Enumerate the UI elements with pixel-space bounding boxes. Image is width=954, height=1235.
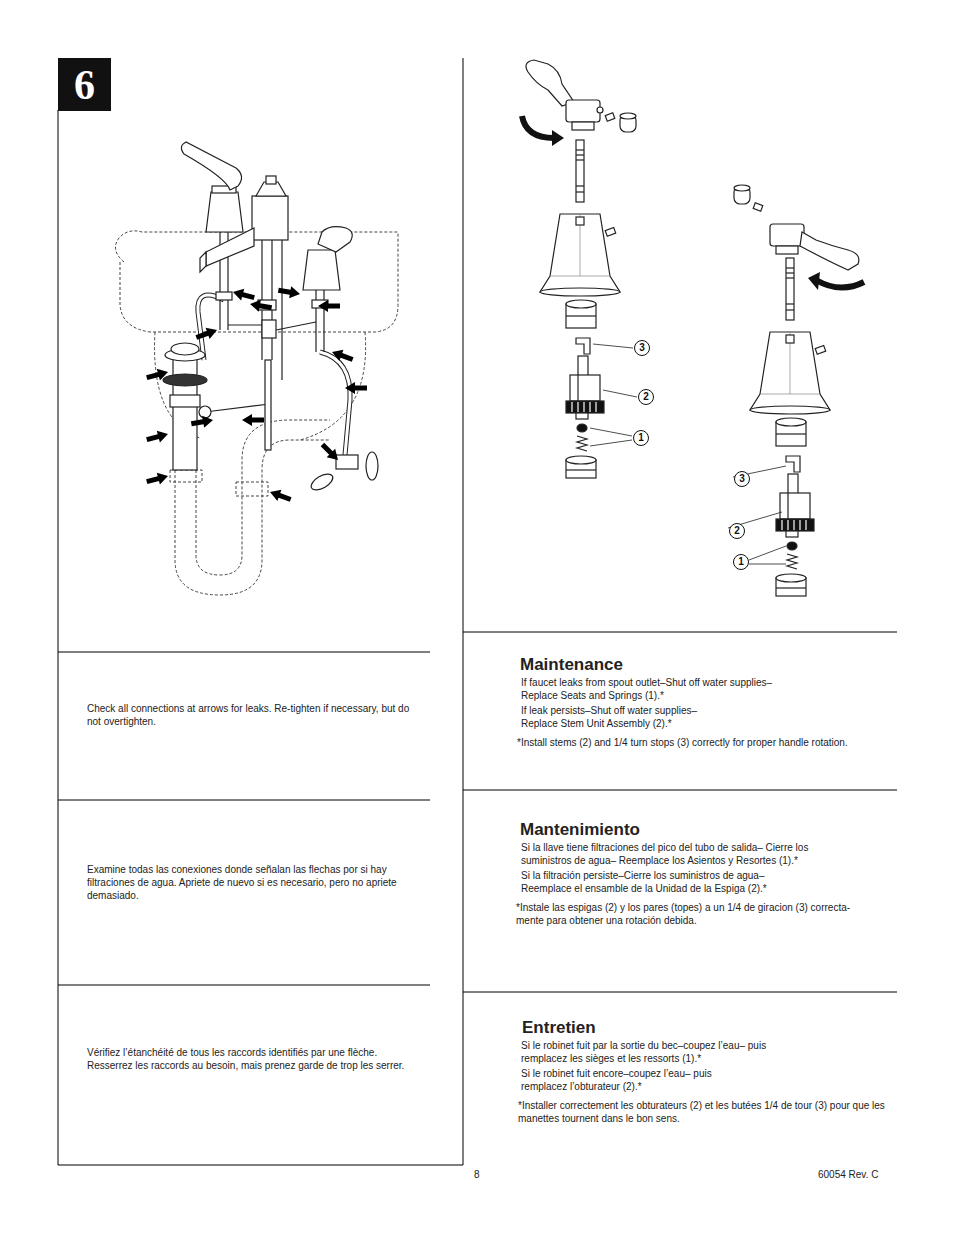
callout-circle: 1 <box>733 554 749 570</box>
callout-circle: 3 <box>734 471 750 487</box>
footnote-text: *Installer correctement les obturateurs … <box>518 1100 898 1126</box>
callout-number: 2 <box>734 526 740 536</box>
instruction-text: Si le robinet fuit encore–coupez l’eau– … <box>521 1068 717 1094</box>
section-heading: Mantenimiento <box>520 819 640 841</box>
instruction-text: If faucet leaks from spout outlet–Shut o… <box>521 677 806 703</box>
sink-outline <box>115 231 398 595</box>
check-arrows <box>145 284 367 505</box>
section-heading: Maintenance <box>520 654 623 676</box>
callout-number: 1 <box>738 557 744 567</box>
callout-number: 1 <box>638 433 644 443</box>
left-handle-exploded <box>522 60 636 478</box>
instruction-text: Examine todas las conexiones donde señal… <box>87 864 417 902</box>
callout-circle: 1 <box>633 430 649 446</box>
instruction-text: Si la llave tiene filtraciones del pico … <box>521 842 811 868</box>
footnote-text: *Instale las espigas (2) y los pares (to… <box>516 902 876 928</box>
footnote-text: *Install stems (2) and 1/4 turn stops (3… <box>517 737 897 750</box>
faucet-drawing <box>163 142 378 493</box>
step-number-box: 6 <box>58 58 111 111</box>
page-frame <box>58 58 897 1165</box>
right-handle-exploded <box>734 185 864 596</box>
callout-circle: 2 <box>638 389 654 405</box>
page-number: 8 <box>474 1169 480 1182</box>
section-heading: Entretien <box>522 1017 596 1039</box>
callout-circle: 2 <box>729 523 745 539</box>
instruction-text: Check all connections at arrows for leak… <box>87 703 417 729</box>
document-number: 60054 Rev. C <box>818 1169 878 1182</box>
instruction-text: Si la filtración persiste–Cierre los sum… <box>521 870 811 896</box>
instruction-text: Si le robinet fuit par la sortie du bec–… <box>521 1040 786 1066</box>
leader-lines <box>590 344 786 564</box>
callout-number: 3 <box>739 474 745 484</box>
callout-number: 2 <box>643 392 649 402</box>
callout-circle: 3 <box>634 340 650 356</box>
callout-number: 3 <box>639 343 645 353</box>
instruction-text: Vérifiez l’étanchéité de tous les raccor… <box>87 1047 417 1073</box>
instruction-text: If leak persists–Shut off water supplies… <box>521 705 736 731</box>
step-number: 6 <box>74 64 95 106</box>
